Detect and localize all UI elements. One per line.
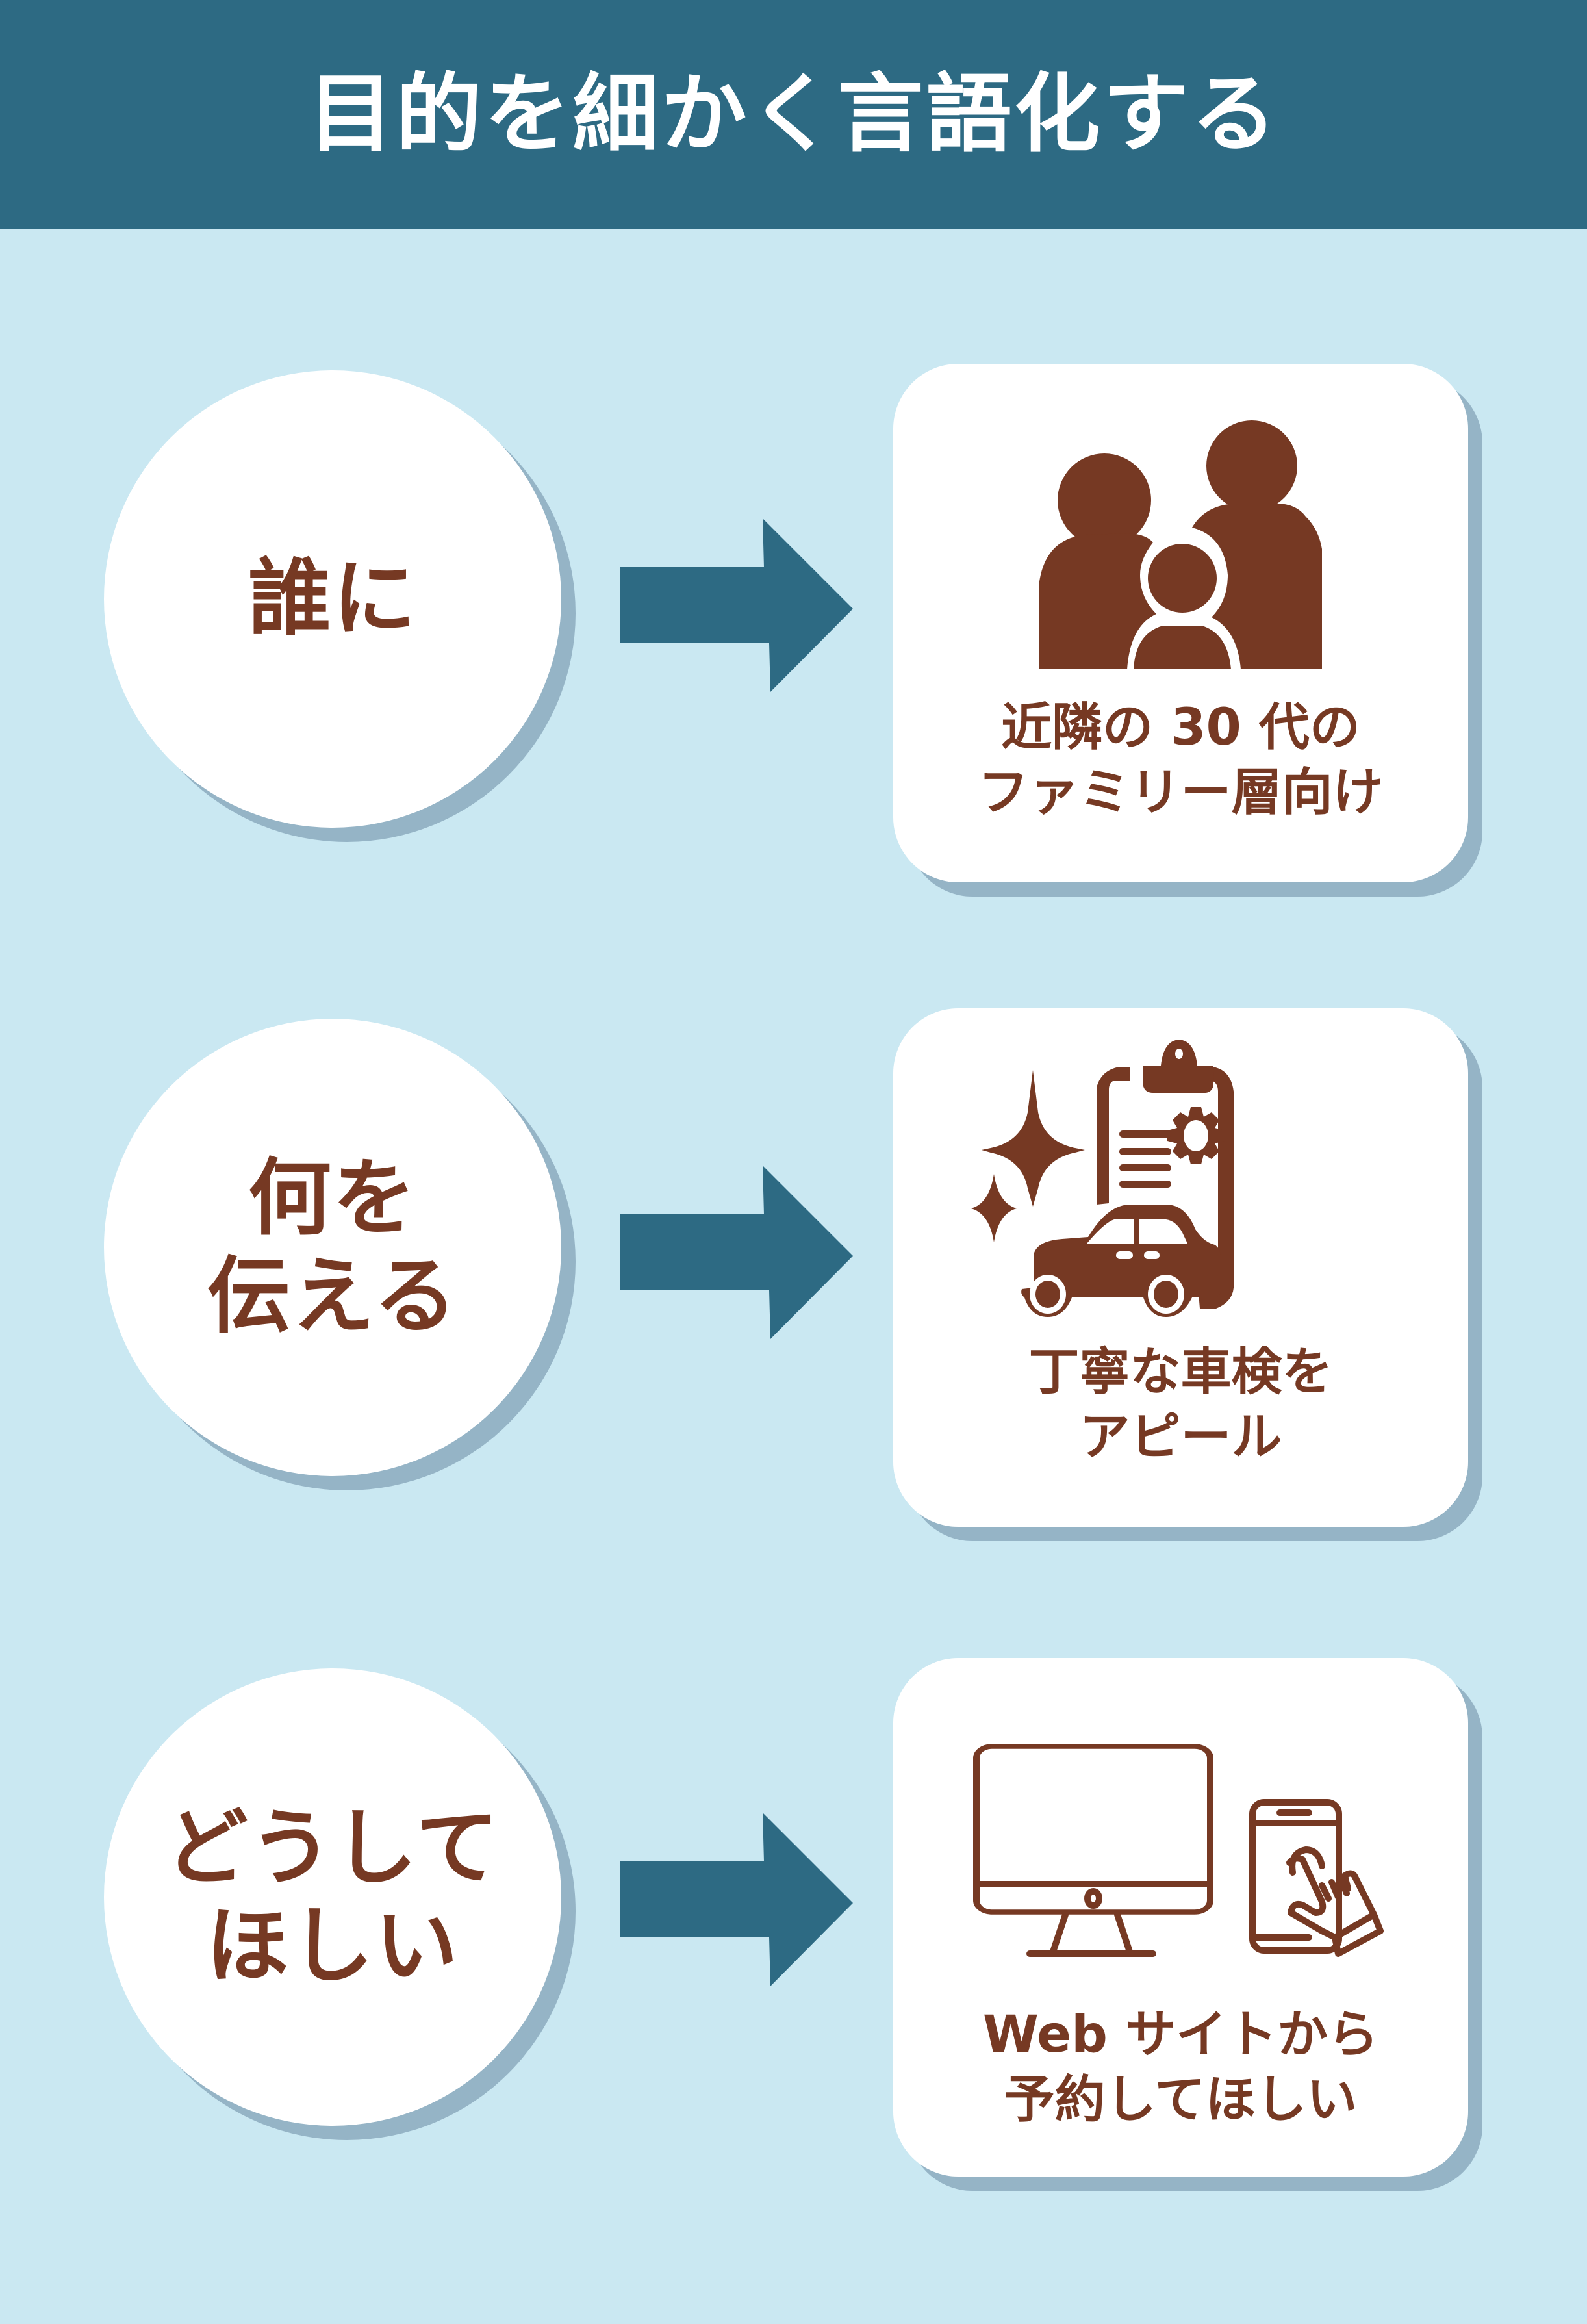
question-text: 誰に: [248, 550, 417, 648]
answer-line: Web サイトから: [982, 2006, 1379, 2064]
answer-card: 近隣の 30 代の ファミリー層向け: [893, 364, 1468, 882]
question-circle: 何を 伝える: [104, 1019, 561, 1476]
answer-line: アピール: [1079, 1408, 1282, 1466]
computer-smartphone-icon: [973, 1744, 1384, 1957]
question-text: どうして: [164, 1799, 501, 1896]
question-text: 伝える: [207, 1248, 459, 1345]
family-icon: [1039, 420, 1322, 669]
car-inspection-icon: [971, 1040, 1234, 1317]
answer-card: 丁寧な車検を アピール: [893, 1008, 1468, 1527]
row-how: どうして ほしい: [0, 1658, 1587, 2214]
right-arrow-icon: [620, 1813, 853, 1986]
page-title: 目的を細かく言語化する: [307, 64, 1280, 164]
question-text: ほしい: [205, 1898, 459, 1995]
answer-line: ファミリー層向け: [978, 763, 1384, 822]
header-banner: 目的を細かく言語化する: [0, 0, 1587, 229]
right-arrow-icon: [620, 1166, 853, 1339]
answer-line: 丁寧な車検を: [1028, 1343, 1333, 1401]
answer-text: 近隣の 30 代の ファミリー層向け: [893, 695, 1468, 825]
question-circle: 誰に: [104, 370, 561, 828]
row-who: 誰に 近隣の 30 代の ファミリー層向け: [0, 364, 1587, 916]
answer-line: 予約してほしい: [1004, 2071, 1358, 2129]
right-arrow-icon: [620, 518, 853, 692]
question-circle: どうして ほしい: [104, 1668, 561, 2126]
answer-card: Web サイトから 予約してほしい: [893, 1658, 1468, 2177]
answer-text: Web サイトから 予約してほしい: [893, 2002, 1468, 2132]
row-what: 何を 伝える: [0, 1008, 1587, 1564]
answer-text: 丁寧な車検を アピール: [893, 1340, 1468, 1470]
answer-line: 近隣の 30 代の: [1001, 698, 1360, 757]
question-text: 何を: [248, 1149, 417, 1247]
